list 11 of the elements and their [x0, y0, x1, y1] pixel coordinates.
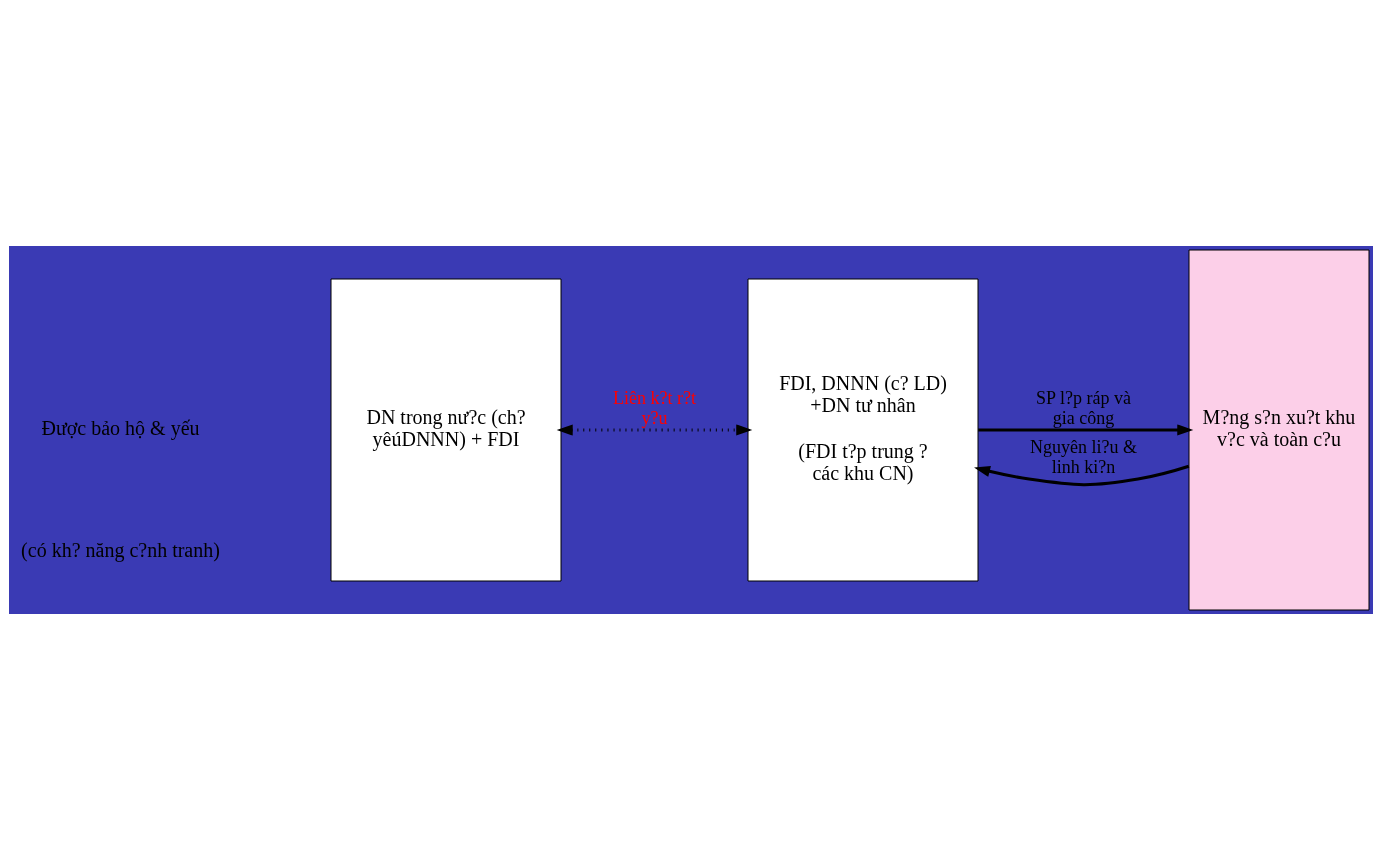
- label: (có kh? năng c?nh tranh): [21, 539, 220, 561]
- edge-label: Nguyên li?u & linh ki?n: [1030, 437, 1137, 478]
- node-box: DN trong nư?c (ch? yêúDNNN) + FDI: [330, 278, 562, 582]
- node-box: FDI, DNNN (c? LD) +DN tư nhân (FDI t?p trung ? các khu CN): [747, 278, 979, 582]
- edge-label: SP l?p ráp và gia công: [1036, 388, 1131, 429]
- arrow: [556, 424, 753, 436]
- arrow: [978, 424, 1194, 436]
- edge-label: Liên k?t r?t y?u: [613, 388, 696, 429]
- node-box: M?ng s?n xu?t khu v?c và toàn c?u: [1188, 249, 1370, 611]
- arrow: [974, 464, 1190, 487]
- label: Được bảo hộ & yếu: [41, 417, 200, 439]
